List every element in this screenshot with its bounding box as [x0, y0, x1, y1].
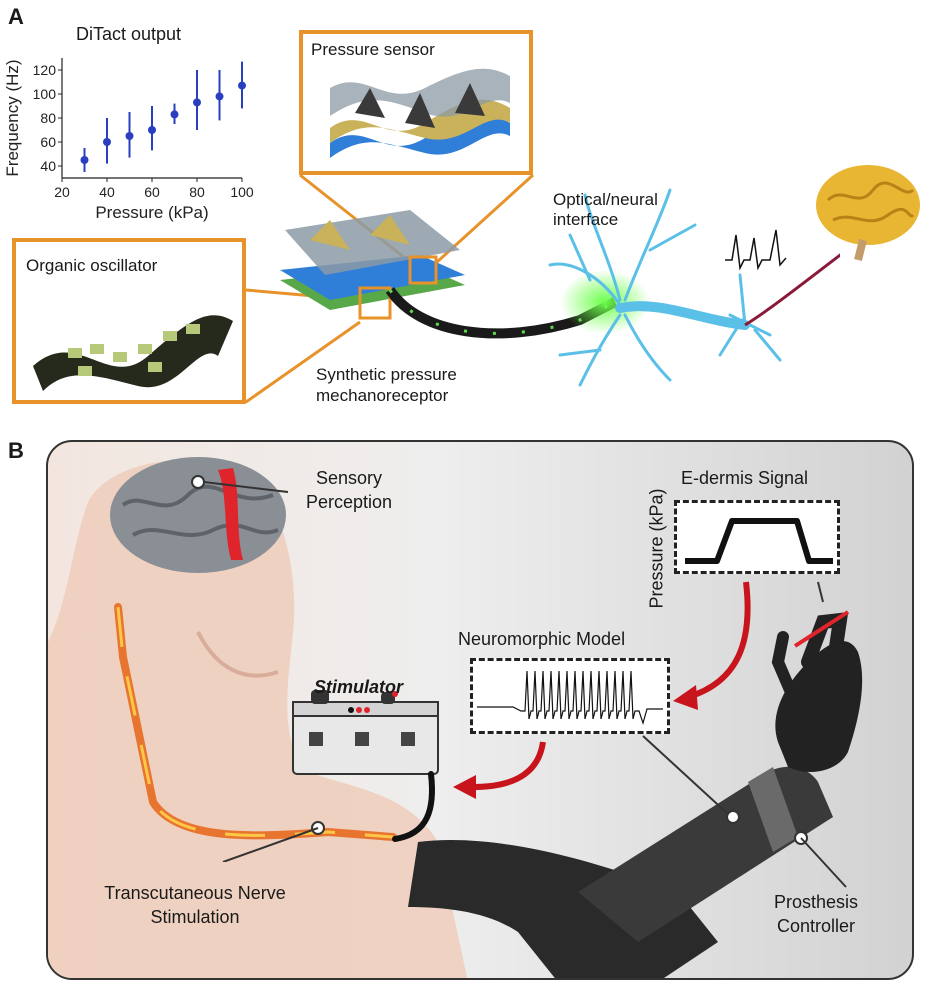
x-axis-label: Pressure (kPa) [95, 203, 208, 222]
stimulator-label: Stimulator [314, 677, 404, 697]
oscillator-illustration [33, 315, 233, 391]
neuromorphic-title: Neuromorphic Model [458, 629, 626, 649]
interface-label: Optical/neural interface [553, 190, 658, 230]
nerve-label-line2: Stimulation [150, 907, 240, 927]
data-point [215, 92, 224, 101]
edermis-title: E-dermis Signal [681, 468, 809, 488]
y-tick-label: 80 [40, 110, 56, 126]
x-tick-label: 60 [144, 184, 160, 200]
controller-label-line2: Controller [776, 916, 856, 936]
prosthesis-controller-label: Prosthesis Controller [756, 890, 876, 938]
data-point [170, 110, 179, 119]
nerve-pathway [114, 475, 397, 862]
edermis-ylabel: Pressure (kPa) [646, 488, 667, 609]
pressure-sensor-box: Pressure sensor [299, 30, 533, 175]
x-tick-label: 20 [54, 184, 70, 200]
x-tick-label: 80 [189, 184, 205, 200]
controller-label-line1: Prosthesis [773, 892, 859, 912]
data-point [103, 138, 111, 146]
organic-oscillator-label: Organic oscillator [26, 256, 158, 275]
brain-icon [816, 165, 920, 261]
data-point [80, 156, 89, 164]
mechanoreceptor-label-line2: mechanoreceptor [316, 386, 449, 405]
interface-label-line1: Optical/neural [553, 190, 658, 209]
x-tick-label: 100 [230, 184, 254, 200]
panel-b-letter: B [8, 438, 24, 463]
mechanoreceptor-label-line1: Synthetic pressure [316, 365, 457, 384]
sensory-label-line1: Sensory [316, 468, 383, 488]
edermis-signal-box [674, 500, 840, 574]
nerve-stimulation-label: Transcutaneous Nerve Stimulation [80, 881, 310, 929]
data-point [125, 132, 134, 140]
y-tick-label: 120 [33, 62, 57, 78]
data-point [148, 126, 156, 134]
pressure-sensor-illustration [330, 68, 510, 158]
stimulator-device [292, 690, 439, 842]
human-figure [48, 460, 468, 978]
sensory-label-line2: Perception [306, 492, 393, 512]
sensory-perception-label: Sensory Perception [306, 466, 392, 514]
spike-train-trace [477, 670, 663, 726]
pressure-sensor-label: Pressure sensor [311, 40, 435, 59]
mechanoreceptor-label: Synthetic pressure mechanoreceptor [316, 364, 457, 406]
y-tick-label: 60 [40, 134, 56, 150]
x-tick-label: 40 [99, 184, 115, 200]
y-tick-label: 100 [33, 86, 57, 102]
data-point [238, 81, 246, 90]
edermis-signal-trace [685, 518, 833, 564]
neuromorphic-model-box [470, 658, 670, 734]
chart-title: DiTact output [76, 24, 182, 44]
organic-oscillator-box: Organic oscillator [12, 238, 246, 404]
panel-a-letter: A [8, 4, 24, 29]
mechanoreceptor-illustration [280, 210, 465, 320]
data-point [193, 98, 201, 107]
interface-label-line2: interface [553, 210, 619, 229]
prosthetic-arm [408, 610, 863, 978]
neuron-illustration [548, 188, 840, 387]
panel-b-frame [46, 440, 914, 980]
y-tick-label: 40 [40, 158, 56, 174]
signal-flow-arrows [453, 581, 824, 815]
nerve-label-line1: Transcutaneous Nerve [104, 883, 286, 903]
y-axis-label: Frequency (Hz) [3, 59, 22, 176]
